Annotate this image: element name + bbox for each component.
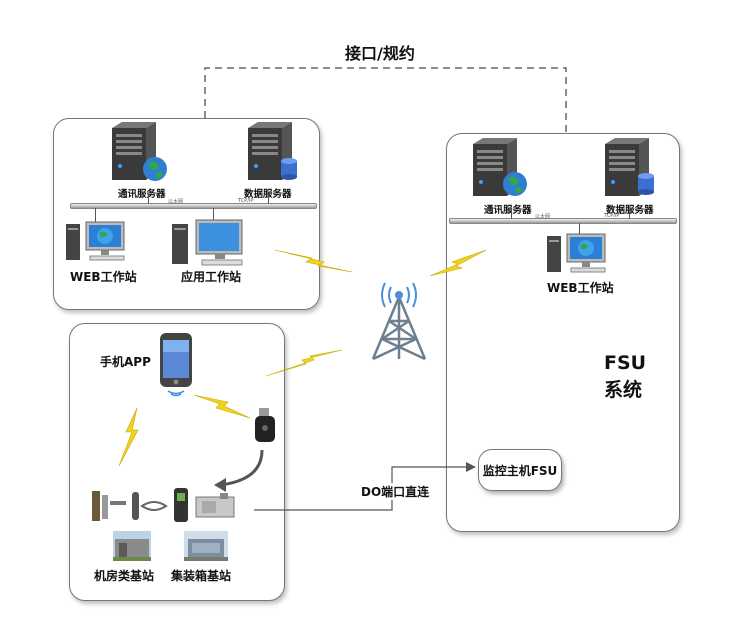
left-network-bus: [70, 203, 317, 209]
left-comm-server-label: 通讯服务器: [118, 189, 166, 200]
right-comm-server-label: 通讯服务器: [484, 205, 532, 216]
room-station-label: 机房类基站: [94, 569, 155, 583]
workstation-icon: [172, 219, 243, 266]
smart-lock-icon: [92, 491, 126, 521]
workstation-icon: [547, 233, 606, 273]
phone-app-label: 手机APP: [100, 355, 151, 369]
container-station-image: [184, 531, 228, 561]
monitor-host-fsu: 监控主机FSU: [478, 449, 562, 491]
connector: [148, 194, 149, 204]
fsu-system-title: FSU 系统: [604, 350, 646, 404]
workstation-icon: [66, 221, 125, 261]
connector: [579, 223, 580, 236]
right-bus-note-tcpip: TCP/IP: [604, 213, 620, 219]
left-data-server-label: 数据服务器: [244, 186, 292, 200]
left-web-workstation-label: WEB工作站: [70, 270, 137, 284]
left-bus-note-ethernet: 以太网: [168, 199, 184, 205]
fsu-title-line1: FSU: [604, 352, 647, 374]
connector: [95, 208, 96, 222]
database-icon: [638, 173, 654, 195]
room-station-image: [113, 531, 151, 561]
left-bus-note-tcpip: TCP/IP: [238, 198, 254, 204]
globe-icon: [143, 157, 167, 181]
smart-lock-icon: [255, 408, 275, 442]
globe-icon: [503, 172, 527, 196]
connector: [268, 194, 269, 204]
right-bus-note-ethernet: 以太网: [535, 214, 551, 220]
connector: [511, 210, 512, 219]
smart-lock-icon: [195, 493, 235, 518]
smartphone-icon: [160, 333, 192, 397]
container-station-label: 集装箱基站: [171, 569, 232, 583]
database-icon: [281, 158, 297, 180]
connector: [629, 210, 630, 219]
fsu-title-line2: 系统: [604, 379, 643, 401]
connector: [213, 208, 214, 222]
left-app-workstation-label: 应用工作站: [181, 270, 242, 284]
server-icon: [248, 122, 292, 180]
smart-lock-icon: [174, 488, 188, 522]
interface-label: 接口/规约: [345, 44, 415, 63]
wireless-tower-icon: [371, 282, 427, 361]
smart-lock-icon: [132, 492, 168, 520]
do-port-label: DO端口直连: [359, 483, 432, 500]
right-web-workstation-label: WEB工作站: [547, 281, 614, 295]
right-network-bus: [449, 218, 677, 224]
